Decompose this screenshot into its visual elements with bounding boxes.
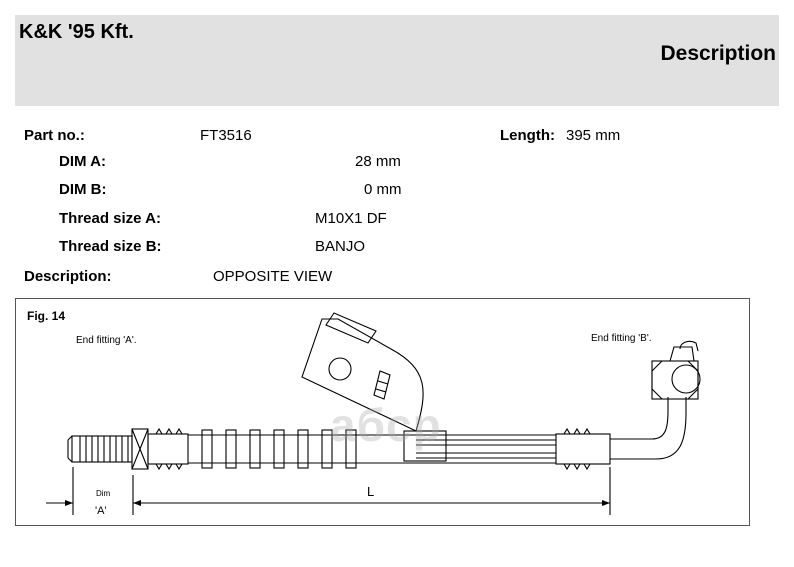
figure-label: Fig. 14 — [27, 309, 65, 323]
dim-a-label: DIM A: — [59, 153, 106, 170]
end-fitting-a-label: End fitting 'A'. — [76, 335, 137, 346]
ferrule-a — [147, 433, 189, 465]
hose-drawing: Fig. 14 End fitting 'A'. End fitting 'B'… — [27, 309, 701, 517]
part-no-label: Part no.: — [24, 127, 85, 144]
length-label: Length: — [500, 127, 555, 144]
thread-a-value: M10X1 DF — [315, 210, 387, 227]
dim-b-label: DIM B: — [59, 181, 107, 198]
thread-a-label: Thread size A: — [59, 210, 161, 227]
mounting-bracket — [301, 318, 424, 432]
description-value: OPPOSITE VIEW — [213, 268, 333, 285]
length-value: 395 mm — [566, 127, 621, 144]
dim-label: Dim — [96, 489, 111, 498]
sleeve-bands — [201, 429, 357, 469]
watermark-logo: aбcp — [330, 399, 442, 451]
page-title: Description — [660, 42, 776, 65]
bracket-clip — [403, 430, 447, 462]
thread-lines — [79, 436, 129, 462]
dim-b-value: 0 mm — [364, 181, 402, 198]
thread-stem — [71, 435, 133, 463]
end-fitting-b-label: End fitting 'B'. — [591, 333, 652, 344]
ferrule-b — [555, 433, 611, 465]
part-no-value: FT3516 — [200, 127, 252, 144]
length-symbol: L — [367, 484, 374, 499]
description-label: Description: — [24, 268, 112, 285]
brand-name: K&K '95 Kft. — [19, 21, 134, 43]
hose-diagram: Fig. 14 End fitting 'A'. End fitting 'B'… — [15, 298, 750, 526]
thread-b-value: BANJO — [315, 238, 366, 255]
steel-pipe — [610, 397, 669, 440]
dim-a-tag: 'A' — [95, 505, 107, 517]
banjo-fitting — [651, 360, 699, 400]
header-banner: K&K '95 Kft. Description — [15, 15, 779, 106]
dim-a-value: 28 mm — [355, 153, 401, 170]
thread-b-label: Thread size B: — [59, 238, 162, 255]
